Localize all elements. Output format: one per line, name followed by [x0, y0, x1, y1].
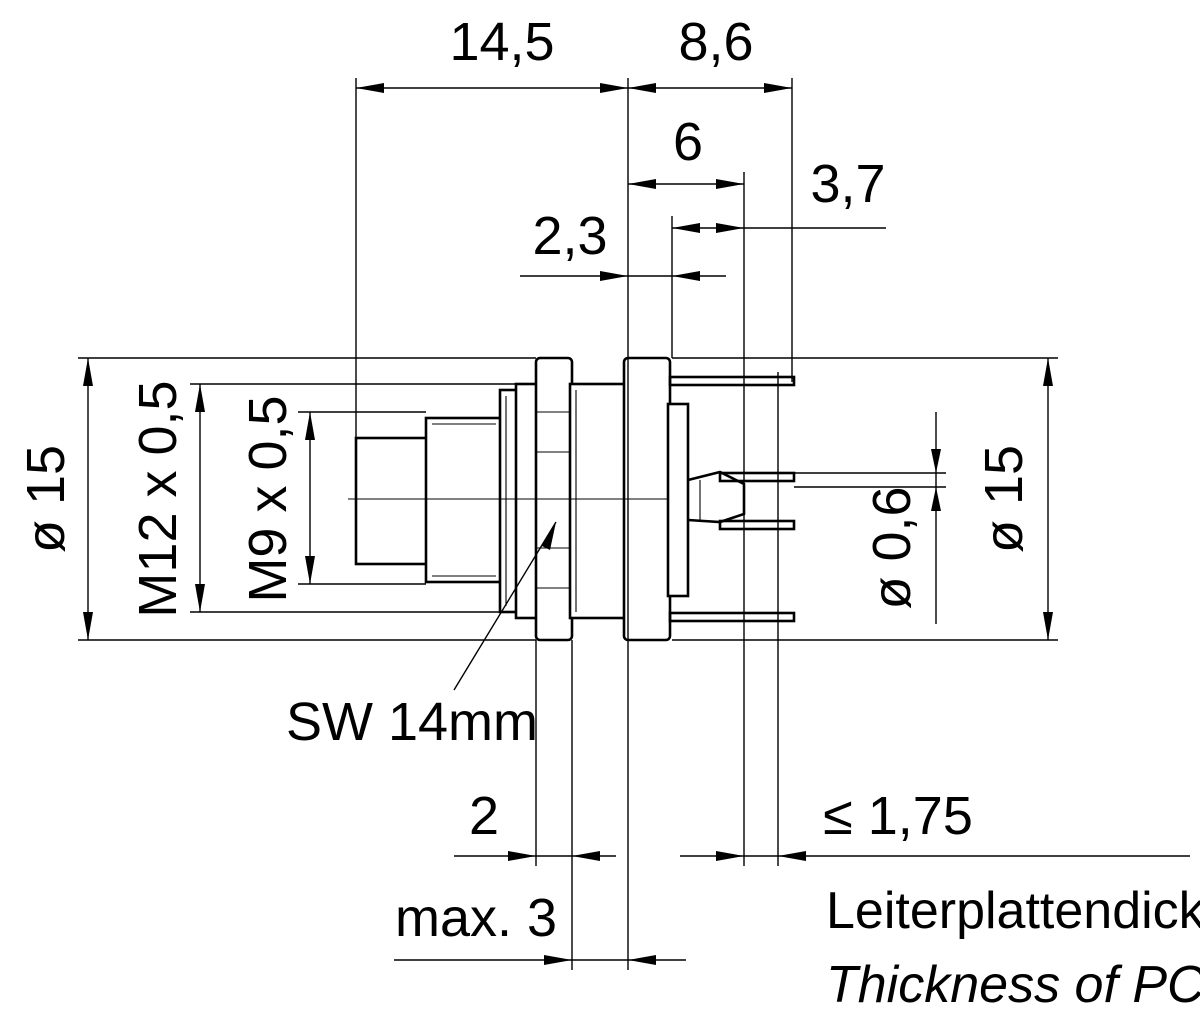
pcb-thickness-de-label: Leiterplattendicke [826, 882, 1200, 940]
dim-2-3-label: 2,3 [532, 206, 607, 266]
contact-taper [687, 470, 746, 524]
dimension-labels: 14,5 8,6 6 3,7 2,3 ø 15 M12 x 0,5 M9 x 0… [16, 12, 1200, 1014]
dimension-lines [83, 83, 1190, 965]
thread-m12-label: M12 x 0,5 [128, 380, 188, 617]
dim-max-3-label: max. 3 [395, 888, 557, 948]
dim-2-label: 2 [469, 786, 499, 846]
pin-upper [718, 471, 796, 483]
front-plug [354, 436, 430, 566]
m9-thread-section [424, 416, 504, 584]
dim-dia-0-6-label: ø 0,6 [862, 486, 922, 609]
pin-top [668, 375, 796, 387]
pcb-thickness-en-label: Thickness of PCB [826, 956, 1200, 1014]
solder-pins [668, 375, 796, 623]
connector-body [354, 356, 746, 642]
dim-dia-15-left-label: ø 15 [16, 445, 76, 553]
dim-le-1-75-label: ≤ 1,75 [823, 786, 973, 846]
dim-6-label: 6 [673, 112, 703, 172]
extension-lines [78, 78, 1058, 970]
threaded-body [568, 382, 632, 620]
dim-3-7-label: 3,7 [810, 154, 885, 214]
pin-lower [718, 519, 796, 531]
thread-m9-label: M9 x 0,5 [238, 395, 298, 602]
dim-14-5-label: 14,5 [449, 12, 554, 72]
dim-dia-15-right-label: ø 15 [974, 445, 1034, 553]
pin-bottom [668, 611, 796, 623]
rear-housing [666, 402, 690, 598]
sw-14mm-label: SW 14mm [286, 692, 538, 752]
dim-8-6-label: 8,6 [678, 12, 753, 72]
